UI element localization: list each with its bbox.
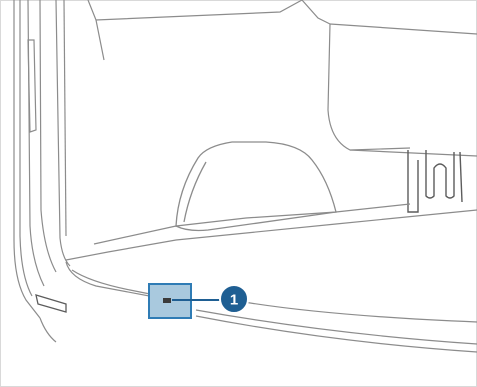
callout-number: 1: [230, 292, 238, 309]
switch-button: [163, 298, 171, 303]
